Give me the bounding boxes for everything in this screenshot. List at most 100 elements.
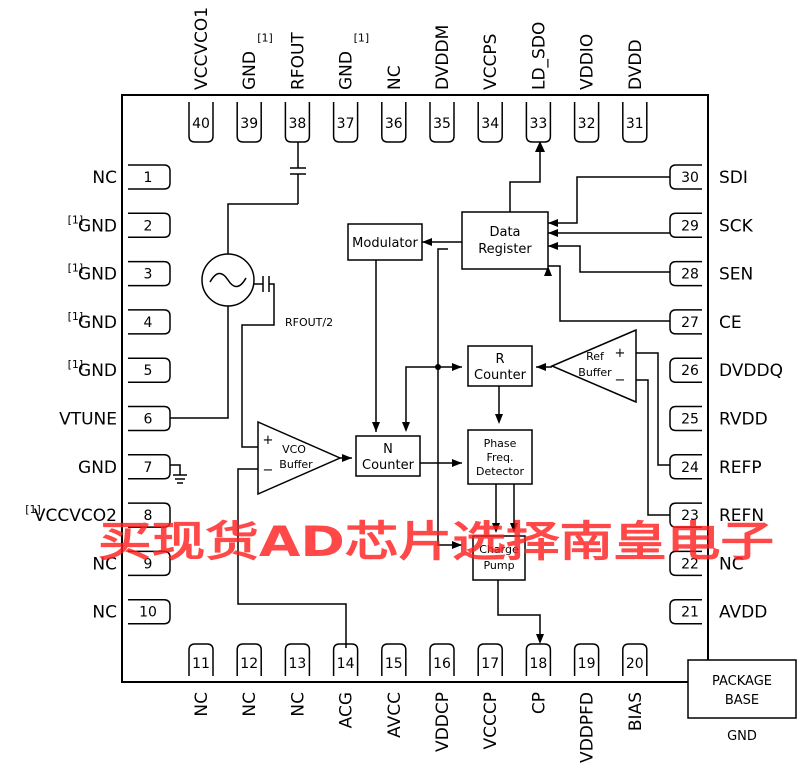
pin-6-number: 6: [144, 412, 153, 428]
pfd-line-2: Freq.: [486, 451, 513, 464]
pin-4-pad: [128, 309, 171, 335]
pin-23-label: REFN: [719, 506, 764, 526]
package-outline: [121, 94, 709, 683]
data-register-line-2: Register: [478, 242, 532, 257]
vco-buffer-block: VCO Buffer + −: [257, 420, 342, 496]
pin-33-label: LD_SDO: [529, 22, 549, 90]
pin-3-number: 3: [144, 267, 153, 283]
ref-buffer-line-2: Buffer: [578, 366, 612, 379]
vco-buffer-plus: +: [263, 433, 274, 448]
pin-22-number: 22: [681, 556, 699, 572]
pin-26-number: 26: [681, 363, 699, 379]
pin-11-number: 11: [192, 656, 210, 672]
pin-2-note: [1]: [68, 213, 84, 226]
charge-pump-line-2: Pump: [483, 559, 514, 572]
pin-14-number: 14: [337, 656, 355, 672]
pin-31-pad: [622, 102, 648, 143]
pin-31-number: 31: [626, 116, 644, 132]
pin-32-pad: [573, 102, 600, 143]
pin-21-number: 21: [681, 605, 699, 621]
pin-17-number: 17: [481, 656, 499, 672]
pin-33-number: 33: [529, 116, 547, 132]
ref-buffer-line-1: Ref: [586, 350, 605, 363]
charge-pump-block: Charge Pump: [472, 535, 526, 581]
vco-buffer-line-2: Buffer: [279, 458, 313, 471]
modulator-block: Modulator: [347, 223, 423, 261]
pin-4-note: [1]: [68, 310, 84, 323]
pins-layer: 40VCCVCO139GND[1]38RFOUT37GND[1]36NC35DV…: [25, 7, 783, 763]
data-register-line-1: Data: [489, 225, 520, 240]
pin-37-note: [1]: [354, 32, 370, 45]
pin-30-number: 30: [681, 170, 699, 186]
pin-37-number: 37: [337, 116, 355, 132]
pin-40-pad: [188, 102, 214, 143]
pin-16-number: 16: [433, 656, 451, 672]
pin-9-number: 9: [144, 556, 153, 572]
n-counter-block: N Counter: [355, 435, 421, 477]
pin-18-number: 18: [529, 656, 547, 672]
pin-19-label: VDDPFD: [578, 692, 598, 763]
pin-5-pad: [128, 357, 171, 383]
n-counter-line-1: N: [383, 442, 393, 457]
pin-39-number: 39: [240, 116, 258, 132]
pin-30-label: SDI: [719, 168, 748, 188]
vco-buffer-minus: −: [263, 463, 274, 478]
pin-39-pad: [236, 102, 262, 143]
pin-35-number: 35: [433, 116, 451, 132]
pin-35-pad: [429, 102, 455, 143]
pin-8-pad: [128, 502, 171, 528]
pin-8-note: [1]: [25, 503, 41, 516]
modulator-label: Modulator: [352, 236, 418, 251]
pin-6-label: VTUNE: [59, 410, 117, 430]
pin-20-pad: [622, 643, 648, 676]
pin-13-label: NC: [288, 692, 308, 717]
pin-3-note: [1]: [68, 262, 84, 275]
pin-2-label: GND: [78, 216, 117, 236]
pin-26-pad: [669, 357, 702, 383]
pin-3-label: GND: [78, 265, 117, 285]
pin-27-label: CE: [719, 313, 742, 333]
pin-21-label: AVDD: [719, 603, 767, 623]
pin-20-label: BIAS: [626, 692, 646, 731]
pin-29-label: SCK: [719, 216, 754, 236]
pin-1-label: NC: [92, 168, 117, 188]
pin-37-pad: [332, 102, 359, 143]
pin-17-pad: [477, 643, 503, 676]
pin-29-number: 29: [681, 218, 699, 234]
pin-14-label: ACG: [337, 692, 357, 728]
vco-oscillator: [201, 253, 255, 307]
pin-1-pad: [128, 164, 171, 190]
pin-35-label: DVDDM: [433, 25, 453, 90]
pin-15-label: AVCC: [385, 692, 405, 738]
pin-12-number: 12: [240, 656, 258, 672]
pin-13-pad: [284, 643, 311, 676]
pin-7-number: 7: [144, 460, 153, 476]
package-base: PACKAGE BASE GND: [687, 659, 797, 744]
pin-38-number: 38: [288, 116, 306, 132]
pin-2-pad: [128, 212, 171, 239]
pin-15-pad: [381, 643, 407, 676]
pin-25-number: 25: [681, 412, 699, 428]
pin-7-label: GND: [78, 458, 117, 478]
pin-1-number: 1: [144, 170, 153, 186]
ref-buffer-block: Ref Buffer + −: [550, 328, 637, 404]
pin-3-pad: [128, 260, 171, 287]
pin-38-label: RFOUT: [288, 32, 308, 90]
pin-34-number: 34: [481, 116, 499, 132]
pin-8-label: VCCVCO2: [34, 506, 117, 526]
pin-17-label: VCCCP: [481, 692, 501, 750]
pin-10-pad: [128, 598, 171, 625]
pin-19-number: 19: [578, 656, 596, 672]
pin-22-label: NC: [719, 554, 744, 574]
phase-frequency-detector-block: Phase Freq. Detector: [467, 429, 533, 485]
pin-40-label: VCCVCO1: [192, 7, 212, 90]
watermark-text: 买现货AD芯片选择南皇电子: [98, 517, 774, 566]
pin-11-label: NC: [192, 692, 212, 717]
pin-28-label: SEN: [719, 265, 753, 285]
pin-5-number: 5: [144, 363, 153, 379]
pin-11-pad: [188, 643, 214, 676]
r-counter-block: R Counter: [467, 345, 533, 387]
pin-8-number: 8: [144, 508, 153, 524]
data-register-block: Data Register: [461, 211, 549, 270]
pin-5-note: [1]: [68, 358, 84, 371]
